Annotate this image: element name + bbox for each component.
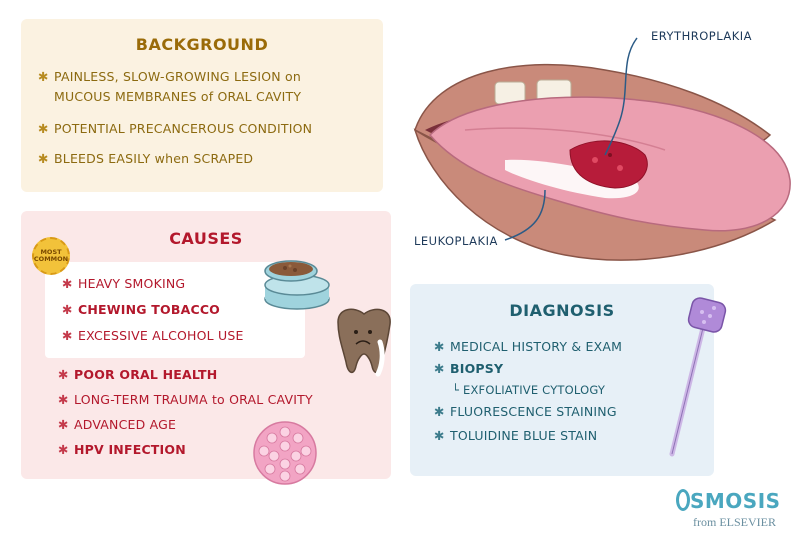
star-bullet-icon: ✱ — [58, 392, 69, 407]
diagnosis-item-text: TOLUIDINE BLUE STAIN — [450, 428, 598, 443]
star-bullet-icon: ✱ — [62, 276, 73, 291]
star-bullet-icon: ✱ — [62, 302, 73, 317]
star-bullet-icon: ✱ — [58, 367, 69, 382]
most-common-causes-box — [45, 262, 305, 358]
background-item: ✱ POTENTIAL PRECANCEROUS CONDITION — [38, 120, 312, 138]
star-bullet-icon: ✱ — [62, 328, 73, 343]
hpv-virus-icon — [253, 421, 317, 485]
sad-tooth-icon — [337, 308, 391, 377]
star-bullet-icon: ✱ — [38, 121, 49, 136]
leukoplakia-label: LEUKOPLAKIA — [414, 234, 498, 248]
background-panel — [21, 19, 383, 192]
cause-item: ✱ ADVANCED AGE — [58, 416, 176, 434]
star-bullet-icon: ✱ — [58, 417, 69, 432]
tobacco-tin-icon — [264, 260, 330, 310]
diagnosis-item: ✱ BIOPSY — [434, 360, 503, 378]
diagnosis-item: ✱ TOLUIDINE BLUE STAIN — [434, 427, 597, 445]
cause-item-text: CHEWING TOBACCO — [78, 302, 221, 317]
mouth-illustration — [413, 37, 791, 261]
diagnosis-item: ✱ MEDICAL HISTORY & EXAM — [434, 338, 622, 356]
erythroplakia-label: ERYTHROPLAKIA — [651, 29, 753, 43]
cause-item: ✱ CHEWING TOBACCO — [62, 301, 220, 319]
cause-item: ✱ EXCESSIVE ALCOHOL USE — [62, 327, 244, 345]
diagnosis-item-text: FLUORESCENCE STAINING — [450, 404, 617, 419]
cause-item: ✱ LONG-TERM TRAUMA to ORAL CAVITY — [58, 391, 313, 409]
background-item: ✱ PAINLESS, SLOW-GROWING LESION on — [38, 68, 301, 86]
cause-item-text: HEAVY SMOKING — [78, 276, 186, 291]
background-item-text: BLEEDS EASILY when SCRAPED — [54, 151, 254, 166]
background-item-text: PAINLESS, SLOW-GROWING LESION on — [54, 69, 302, 84]
background-item-text: POTENTIAL PRECANCEROUS CONDITION — [54, 121, 313, 136]
star-bullet-icon: ✱ — [434, 361, 445, 376]
diagnosis-sub-item: └ EXFOLIATIVE CYTOLOGY — [452, 381, 605, 399]
brand-name: SMOSIS — [690, 489, 781, 513]
cause-item-text: ADVANCED AGE — [74, 417, 177, 432]
cause-item: ✱ POOR ORAL HEALTH — [58, 366, 217, 384]
star-bullet-icon: ✱ — [38, 69, 49, 84]
cause-item-text: EXCESSIVE ALCOHOL USE — [78, 328, 244, 343]
swab-icon — [669, 297, 727, 457]
cause-item-text: LONG-TERM TRAUMA to ORAL CAVITY — [74, 392, 313, 407]
star-bullet-icon: ✱ — [434, 428, 445, 443]
causes-heading: CAUSES — [169, 229, 243, 248]
most-common-badge: MOST COMMON — [32, 237, 70, 275]
background-item-continued: MUCOUS MEMBRANES of ORAL CAVITY — [54, 89, 302, 104]
cause-item: ✱ HPV INFECTION — [58, 441, 186, 459]
background-heading: BACKGROUND — [135, 35, 269, 54]
background-item: ✱ BLEEDS EASILY when SCRAPED — [38, 150, 253, 168]
diagnosis-heading: DIAGNOSIS — [509, 301, 615, 320]
diagnosis-panel — [410, 284, 714, 476]
star-bullet-icon: ✱ — [434, 404, 445, 419]
cause-item-text: POOR ORAL HEALTH — [74, 367, 218, 382]
cause-item-text: HPV INFECTION — [74, 442, 186, 457]
sub-branch-icon: └ — [452, 383, 463, 397]
cause-item: ✱ HEAVY SMOKING — [62, 275, 185, 293]
diagnosis-item: ✱ FLUORESCENCE STAINING — [434, 403, 617, 421]
diagnosis-item-text: BIOPSY — [450, 361, 504, 376]
star-bullet-icon: ✱ — [58, 442, 69, 457]
brand-subtitle: from ELSEVIER — [693, 515, 776, 529]
star-bullet-icon: ✱ — [434, 339, 445, 354]
star-bullet-icon: ✱ — [38, 151, 49, 166]
diagnosis-sub-item-text: EXFOLIATIVE CYTOLOGY — [462, 383, 606, 397]
osmosis-logo — [676, 489, 690, 511]
diagnosis-item-text: MEDICAL HISTORY & EXAM — [450, 339, 623, 354]
